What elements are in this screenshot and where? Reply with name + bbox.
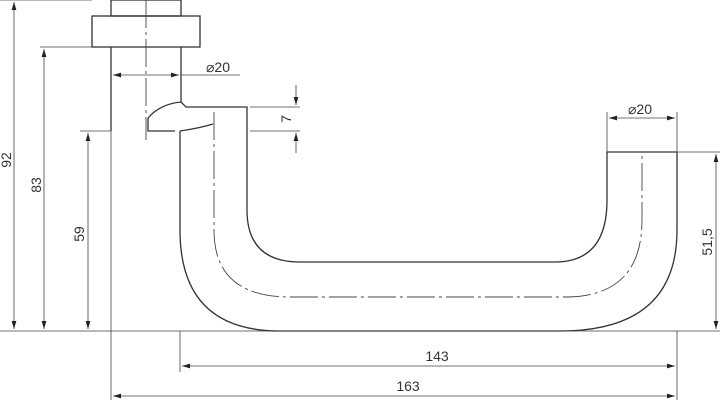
lever-joint bbox=[147, 118, 175, 132]
dim-59-label: 59 bbox=[71, 226, 87, 242]
dim-grip-diameter-label: ⌀20 bbox=[628, 101, 652, 117]
dim-163-label: 163 bbox=[396, 378, 420, 394]
dim-143-label: 143 bbox=[425, 348, 449, 364]
dim-51-5-label: 51,5 bbox=[699, 228, 715, 255]
dim-7-label: 7 bbox=[278, 115, 294, 123]
neck bbox=[110, 47, 182, 131]
lever-outline bbox=[147, 101, 678, 332]
dim-neck-diameter-label: ⌀20 bbox=[206, 59, 230, 75]
dim-92-label: 92 bbox=[0, 152, 14, 168]
dim-83-label: 83 bbox=[28, 177, 44, 193]
lever-centerline bbox=[213, 112, 643, 298]
